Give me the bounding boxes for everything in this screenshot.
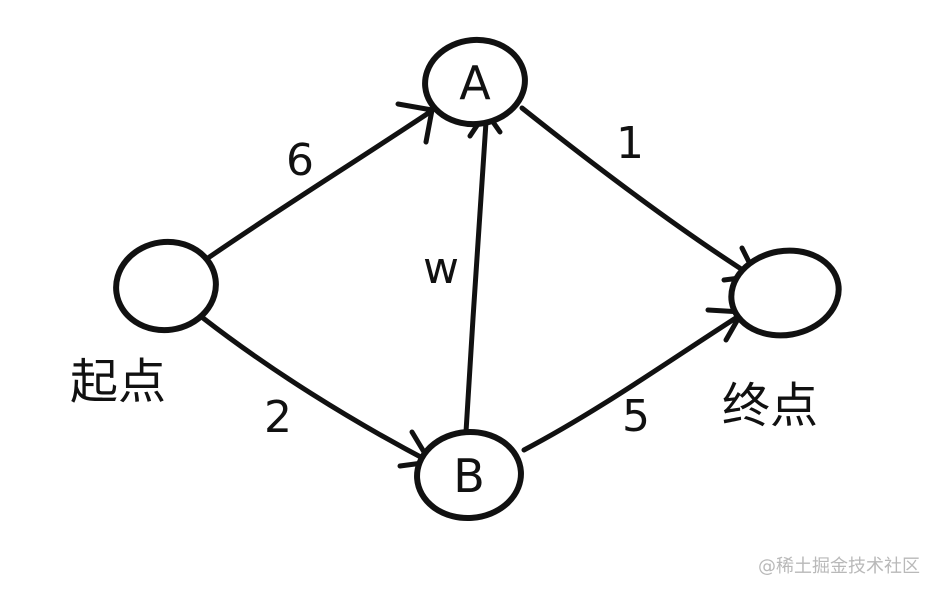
node-end — [728, 247, 842, 339]
node-b-label: B — [453, 449, 485, 503]
edge-start-b — [200, 315, 433, 465]
edge-start-a-arrowhead — [395, 101, 435, 145]
edge-start-a — [205, 109, 433, 261]
edge-start-a-weight: 6 — [286, 135, 314, 186]
edge-b-end — [521, 311, 745, 453]
watermark: @稀土掘金技术社区 — [758, 556, 920, 577]
edge-b-a-weight: w — [423, 243, 459, 294]
edge-start-b-weight: 2 — [264, 392, 292, 443]
edge-a-end-weight: 1 — [616, 118, 644, 169]
node-a: A — [422, 36, 528, 128]
node-a-label: A — [459, 56, 491, 110]
node-start — [113, 238, 219, 334]
start-caption: 起点 — [70, 354, 166, 410]
end-caption: 终点 — [722, 378, 818, 434]
edge-b-a — [463, 119, 489, 435]
edge-b-end-weight: 5 — [622, 391, 650, 442]
node-b: B — [414, 428, 524, 522]
edge-a-end — [519, 105, 755, 279]
